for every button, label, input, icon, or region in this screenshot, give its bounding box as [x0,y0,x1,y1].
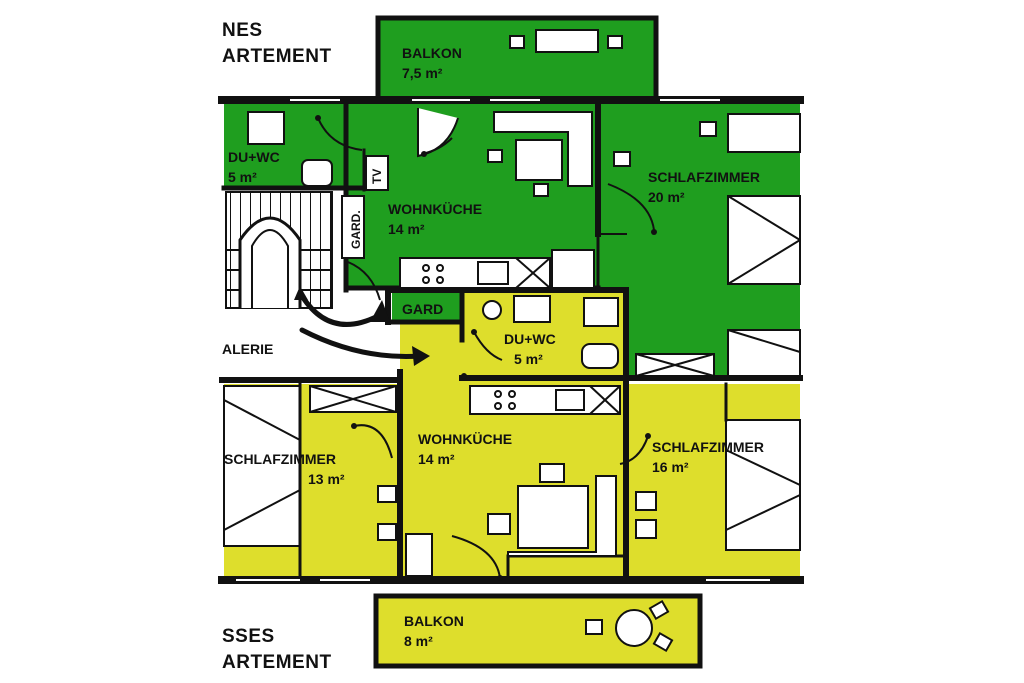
tv-label: TV [370,168,384,184]
chair [533,183,549,197]
lower-left-bedroom-area-label: 13 m² [308,471,345,487]
cabinet [405,533,433,577]
chair [377,485,397,503]
lower-balkon-name: BALKON [404,613,464,629]
chair [635,519,657,539]
lower-apartment-caption-line1: SSES [222,626,275,647]
entry-door-leaf [417,108,459,158]
balkon-chair [607,35,623,49]
upper-bedroom-area-label: 20 m² [648,189,685,205]
upper-apartment-caption-line1: NES [222,20,263,41]
balkon-table [535,29,599,53]
shower-icon [513,295,551,323]
lower-kitchen-area-label: 14 m² [418,451,455,467]
balkon-chair [652,631,674,653]
staircase [225,191,333,309]
lower-kitchenette [469,385,621,415]
galerie-label: ALERIE [222,341,274,357]
window-bay [727,113,801,153]
lower-balkon-area-label: 8 m² [404,633,433,649]
window-bay [223,385,301,547]
kitchen-counter [507,475,617,557]
kitchen-counter [493,111,593,187]
chair [487,149,503,163]
window-bay [725,419,801,551]
upper-balkon-area-label: 7,5 m² [402,65,443,81]
lower-bath-name: DU+WC [504,331,556,347]
dining-table [517,485,589,549]
balkon-chair [648,599,670,621]
bathtub-icon [581,343,619,369]
lower-right-bedroom-area-label: 16 m² [652,459,689,475]
washbasin-icon [482,300,502,320]
upper-bath-area-label: 5 m² [228,169,257,185]
chair [539,463,565,483]
circulation-arrows [299,293,423,359]
lower-furniture [309,295,674,653]
window-bay [727,329,801,381]
lower-apartment-caption-line2: ARTEMENT [222,652,332,673]
chair [487,513,511,535]
lower-right-bedroom-name: SCHLAFZIMMER [652,439,764,455]
lower-kitchen-name: WOHNKÜCHE [418,431,513,447]
balkon-round-table [615,609,653,647]
chair [613,151,631,167]
upper-kitchenette [399,257,551,289]
balkon-chair [585,619,603,635]
shower-icon [247,111,285,145]
dining-table [515,139,563,181]
wc-icon [301,159,333,187]
upper-kitchen-name: WOHNKÜCHE [388,201,483,217]
upper-kitchen-area-label: 14 m² [388,221,425,237]
arrow-heads [294,115,657,581]
chair [635,491,657,511]
upper-apartment-caption-line2: ARTEMENT [222,46,332,67]
wardrobe [341,195,365,259]
tv-stand [365,155,389,191]
upper-furniture [247,29,717,377]
upper-gard-area [392,292,462,320]
lower-bath-area-label: 5 m² [514,351,543,367]
window-bay [727,195,801,285]
upper-bedroom-name: SCHLAFZIMMER [648,169,760,185]
window-markers [236,99,770,581]
lower-gard-label: GARD [402,301,444,317]
chair [377,523,397,541]
upper-bath-name: DU+WC [228,149,280,165]
chair [699,121,717,137]
lower-left-bedroom-name: SCHLAFZIMMER [224,451,336,467]
upper-balkon-name: BALKON [402,45,462,61]
balkon-chair [509,35,525,49]
upper-gard-label: GARD. [349,210,363,249]
